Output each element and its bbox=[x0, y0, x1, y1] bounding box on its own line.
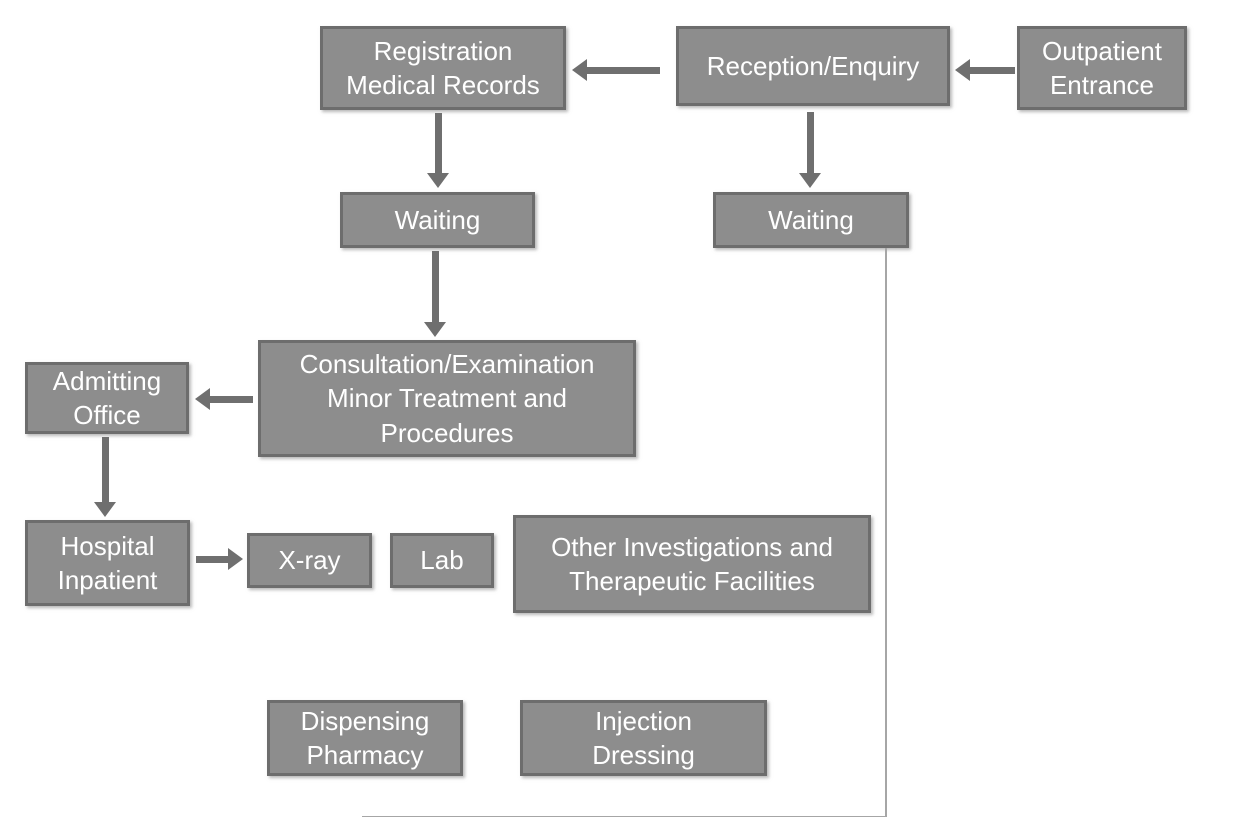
arrowhead-icon bbox=[94, 502, 116, 517]
node-lab: Lab bbox=[390, 533, 494, 588]
arrow-waiting-left-to-consultation bbox=[424, 251, 446, 337]
node-outpatient-entrance: Outpatient Entrance bbox=[1017, 26, 1187, 110]
arrowhead-icon bbox=[799, 173, 821, 188]
node-consultation-examination: Consultation/Examination Minor Treatment… bbox=[258, 340, 636, 457]
arrow-stem bbox=[196, 555, 228, 563]
arrowhead-icon bbox=[195, 388, 210, 410]
node-waiting-right: Waiting bbox=[713, 192, 909, 248]
arrow-stem bbox=[806, 112, 814, 173]
node-registration-medical-records: Registration Medical Records bbox=[320, 26, 566, 110]
node-reception-enquiry: Reception/Enquiry bbox=[676, 26, 950, 106]
node-waiting-left: Waiting bbox=[340, 192, 535, 248]
arrowhead-icon bbox=[228, 548, 243, 570]
arrow-stem bbox=[970, 66, 1015, 74]
arrow-hospital-to-xray bbox=[196, 548, 243, 570]
arrow-consultation-to-admitting bbox=[195, 388, 253, 410]
arrow-stem bbox=[431, 251, 439, 322]
arrow-stem bbox=[210, 395, 253, 403]
node-x-ray: X-ray bbox=[247, 533, 372, 588]
arrowhead-icon bbox=[424, 322, 446, 337]
arrow-reception-to-registration bbox=[572, 59, 660, 81]
arrow-admitting-to-hospital bbox=[94, 437, 116, 517]
arrowhead-icon bbox=[427, 173, 449, 188]
arrow-reception-to-waiting-right bbox=[799, 112, 821, 188]
node-admitting-office: Admitting Office bbox=[25, 362, 189, 434]
arrow-stem bbox=[434, 113, 442, 173]
arrow-outpatient-to-reception bbox=[955, 59, 1015, 81]
node-dispensing-pharmacy: Dispensing Pharmacy bbox=[267, 700, 463, 776]
connector-line-horizontal bbox=[362, 815, 886, 817]
arrowhead-icon bbox=[572, 59, 587, 81]
arrow-stem bbox=[587, 66, 660, 74]
node-injection-dressing: Injection Dressing bbox=[520, 700, 767, 776]
connector-line-vertical bbox=[885, 248, 887, 817]
arrow-stem bbox=[101, 437, 109, 502]
node-hospital-inpatient: Hospital Inpatient bbox=[25, 520, 190, 606]
node-other-investigations: Other Investigations and Therapeutic Fac… bbox=[513, 515, 871, 613]
arrow-registration-to-waiting-left bbox=[427, 113, 449, 188]
arrowhead-icon bbox=[955, 59, 970, 81]
